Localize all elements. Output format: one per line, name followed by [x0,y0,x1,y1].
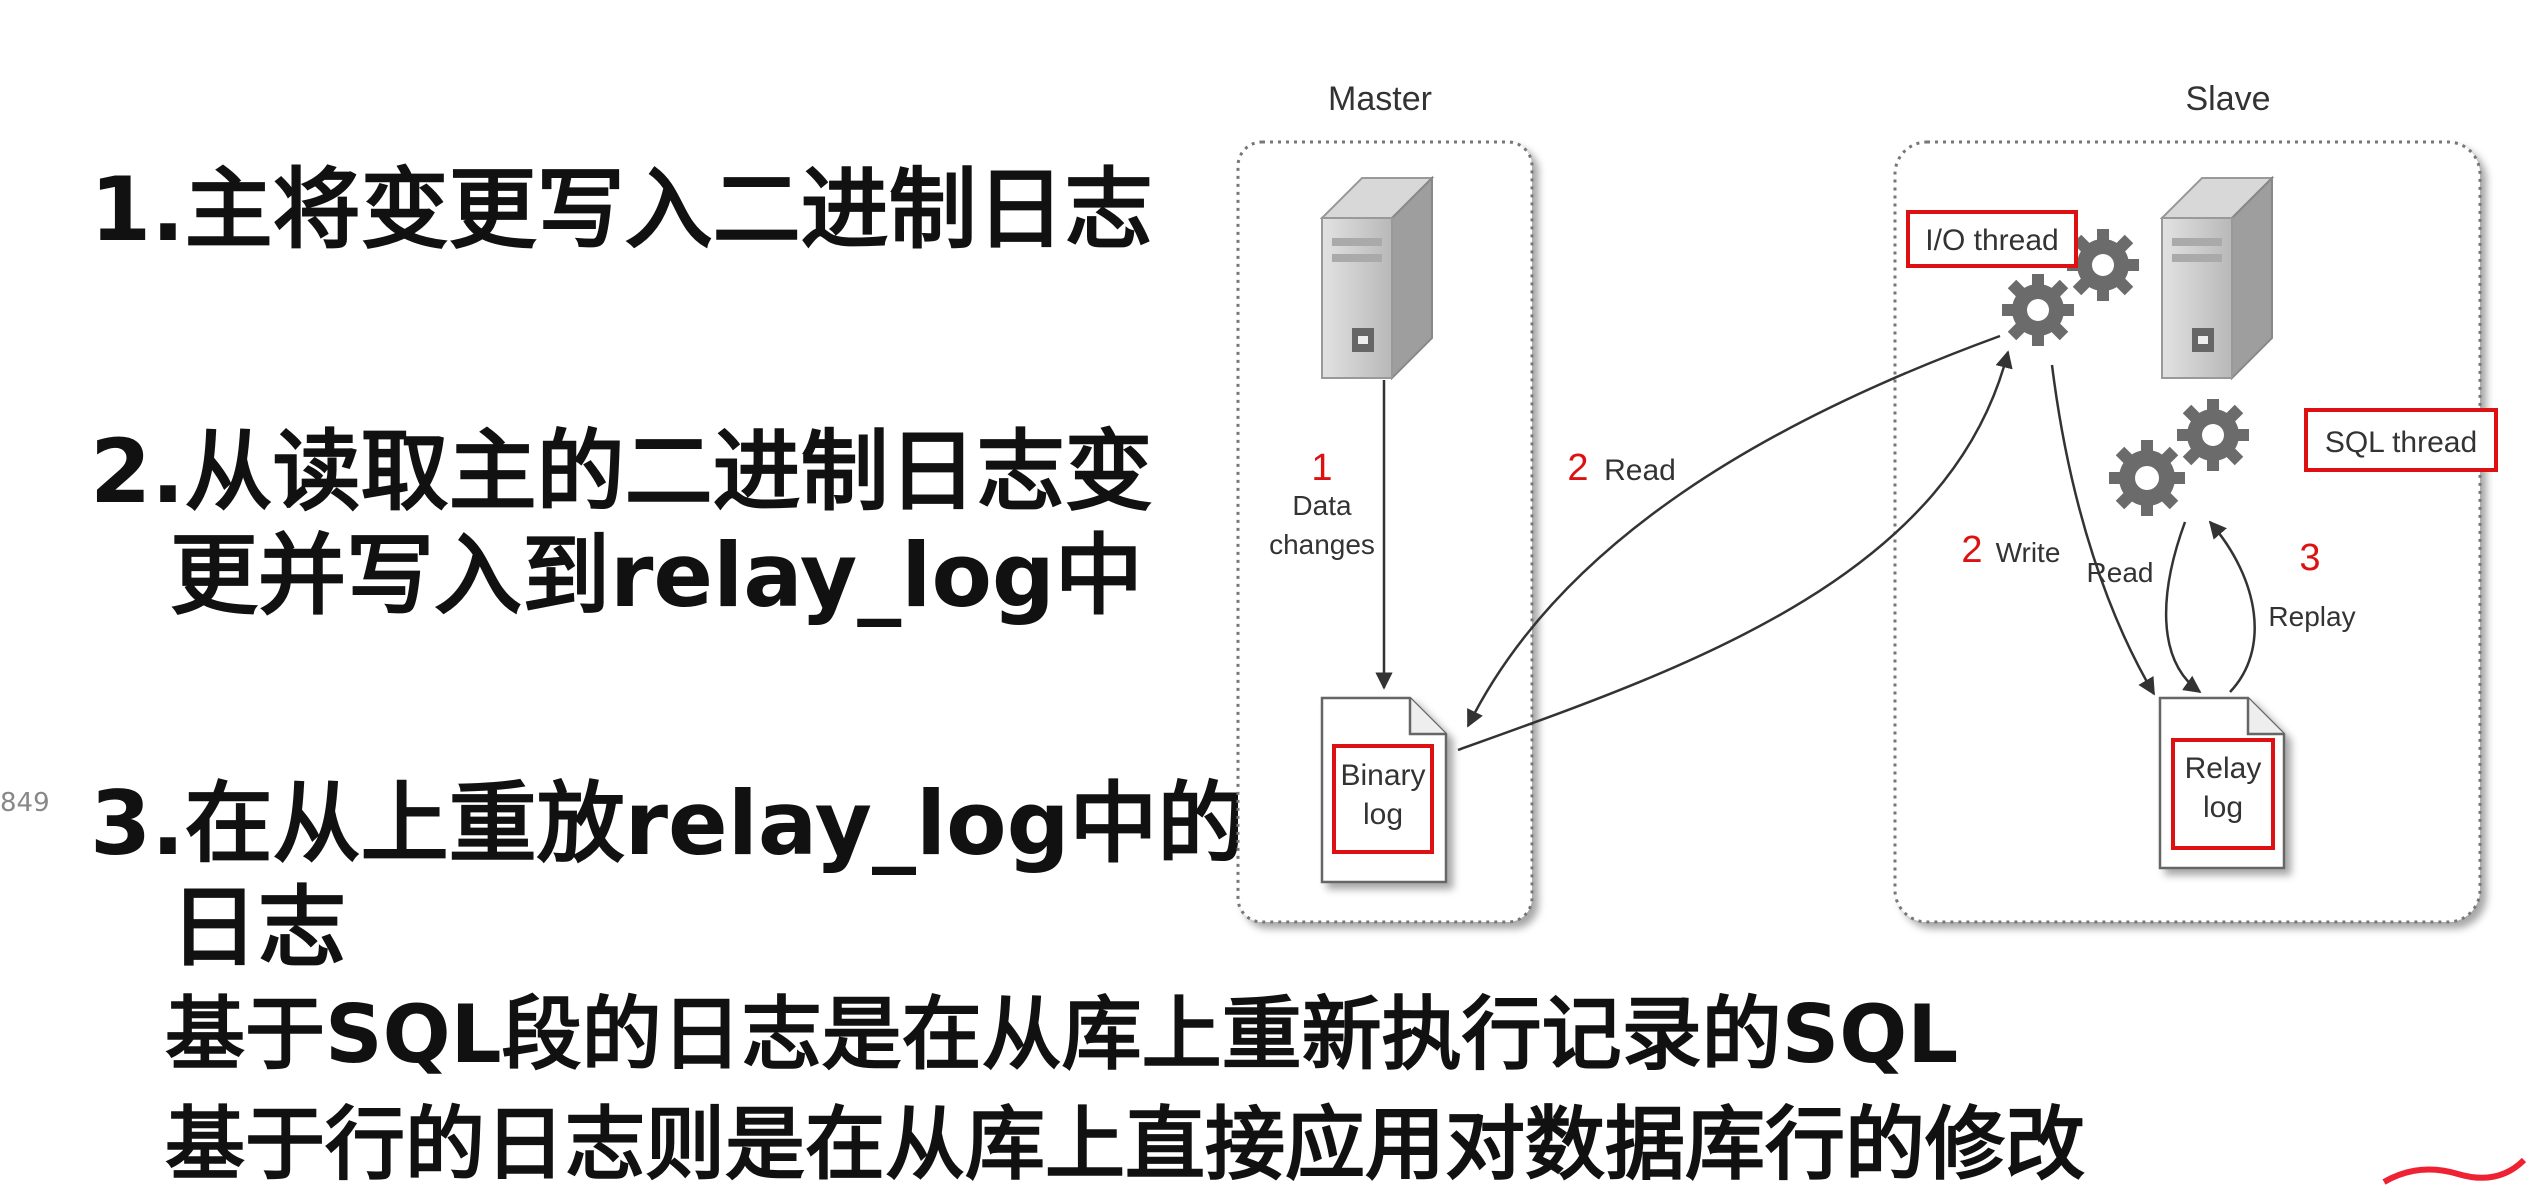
binary-log-box [1332,744,1434,854]
arrow-2-read-label: Read [1604,454,1676,487]
master-server-icon [1319,175,1435,381]
binary-log-label-line-1: Binary [1340,759,1425,792]
slave-label: Slave [2185,80,2270,118]
sql-thread-gear-icon [2109,399,2249,516]
arrow-write-relay-log [2050,364,2156,696]
sql-thread-label: SQL thread [2325,426,2477,459]
relay-log-box [2171,738,2275,850]
arrow-2-read-number: 2 [1567,447,1588,489]
arrow-1-label-line-1: Data [1292,490,1352,521]
binary-log-label-line-2: log [1363,798,1403,831]
slave-server-icon [2159,175,2275,381]
arrow-binlog-to-io-thread [1457,350,2013,752]
sql-thread-box [2304,408,2498,472]
arrow-2-write-label: Write [1996,537,2061,568]
master-label: Master [1328,80,1432,118]
arrow-3-number: 3 [2299,537,2320,579]
arrow-3-label: Replay [2268,601,2355,632]
relay-log-label-line-2: log [2203,791,2243,824]
arrow-read-from-binlog [1466,334,2001,728]
arrow-2-write-number: 2 [1961,529,1982,571]
detail-sql-based: 基于SQL段的日志是在从库上重新执行记录的SQL [165,988,1959,1081]
step-1-text: 1.主将变更写入二进制日志 [90,158,1153,261]
io-thread-gear-icon [2002,229,2139,346]
step-2: 2.从读取主的二进制日志变 更并写入到relay_log中 [90,420,1153,628]
slide-number: 849 [0,788,50,818]
read-label: Read [2087,557,2154,588]
step-3-line-2: 日志 [170,876,347,979]
step-1: 1.主将变更写入二进制日志 [90,158,1153,262]
replication-diagram: Master Slave [1236,80,2498,924]
step-2-line-2: 更并写入到relay_log中 [170,524,1143,627]
relay-log-label-line-1: Relay [2185,752,2262,785]
arrow-replay [2208,520,2256,693]
arrow-1-label-line-2: changes [1269,529,1375,560]
step-3-line-1: 3.在从上重放relay_log中的 [90,772,1246,875]
arrow-sql-thread-read [2164,521,2202,694]
red-annotation-mark [2378,1152,2528,1189]
step-2-line-1: 2.从读取主的二进制日志变 [90,420,1153,523]
io-thread-label: I/O thread [1925,224,2058,257]
io-thread-box [1906,210,2078,268]
arrow-1-number: 1 [1311,447,1332,489]
detail-row-based: 基于行的日志则是在从库上直接应用对数据库行的修改 [165,1098,2085,1191]
step-3: 3.在从上重放relay_log中的 日志 [90,772,1246,980]
